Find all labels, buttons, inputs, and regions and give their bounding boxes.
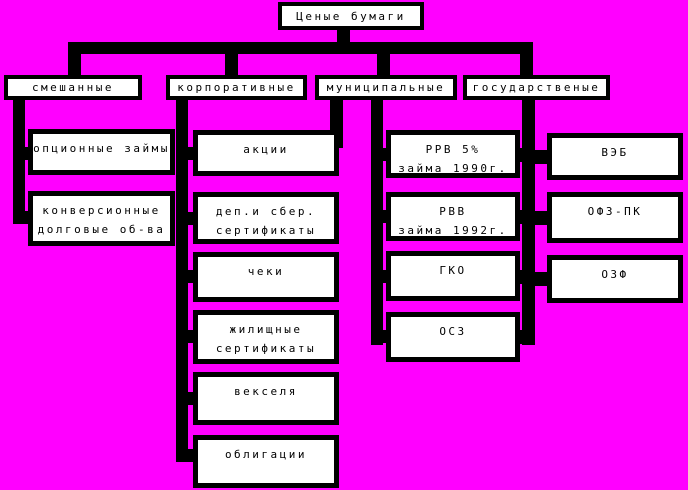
connector-branch-stub-state	[520, 52, 533, 77]
node-bonds: облигации	[193, 435, 339, 488]
connector-stub-state-1	[531, 211, 548, 225]
connector-stub-municipal-2	[371, 270, 389, 283]
connector-stub-municipal-0	[371, 148, 389, 161]
connector-stub-corporate-2	[176, 270, 198, 283]
node-state: государственые	[463, 75, 610, 100]
connector-stub-corporate-1	[176, 212, 198, 225]
node-cheques: чеки	[193, 252, 339, 302]
connector-stub-corporate-4	[176, 392, 198, 405]
node-deposit-savings-certificates: деп.и сбер. сертификаты	[193, 192, 339, 244]
node-gko: ГКО	[386, 251, 520, 301]
connector-root-stub	[337, 28, 350, 46]
connector-stub-corporate-0	[176, 147, 198, 160]
connector-trunk-mixed	[13, 97, 25, 224]
connector-stub-state-0	[531, 150, 548, 164]
node-conversion-debt-obligations: конверсионные долговые об-ва	[28, 191, 175, 246]
connector-branch-stub-corporate	[225, 52, 238, 77]
node-rvv-loan-1992: РВВ займа 1992г.	[386, 192, 520, 241]
node-municipal: муниципальные	[315, 75, 457, 100]
node-ofz-pk: ОФЗ-ПК	[547, 192, 683, 243]
node-osz: ОСЗ	[386, 312, 520, 362]
node-securities-root: Ценые бумаги	[278, 2, 424, 30]
node-housing-certificates: жилищные сертификаты	[193, 310, 339, 364]
node-bills-of-exchange: векселя	[193, 372, 339, 425]
node-rrv-5pct-loan-1990: РРВ 5% займа 1990г.	[386, 130, 520, 178]
connector-stub-corporate-3	[176, 330, 198, 343]
node-option-loans: опционные займы	[28, 129, 175, 175]
node-mixed: смешанные	[4, 75, 142, 100]
node-shares: акции	[193, 130, 339, 176]
connector-branch-stub-municipal	[377, 52, 390, 77]
connector-stub-municipal-1	[371, 210, 389, 223]
connector-main-bar	[68, 42, 533, 54]
connector-stub-municipal-3	[371, 330, 389, 343]
connector-stub-corporate-5	[176, 449, 198, 462]
node-corporate: корпоративные	[166, 75, 307, 100]
node-veb: ВЭБ	[547, 133, 683, 180]
node-ozf: ОЗФ	[547, 255, 683, 303]
connector-branch-stub-mixed	[68, 52, 81, 77]
connector-stub-state-2	[531, 272, 548, 286]
